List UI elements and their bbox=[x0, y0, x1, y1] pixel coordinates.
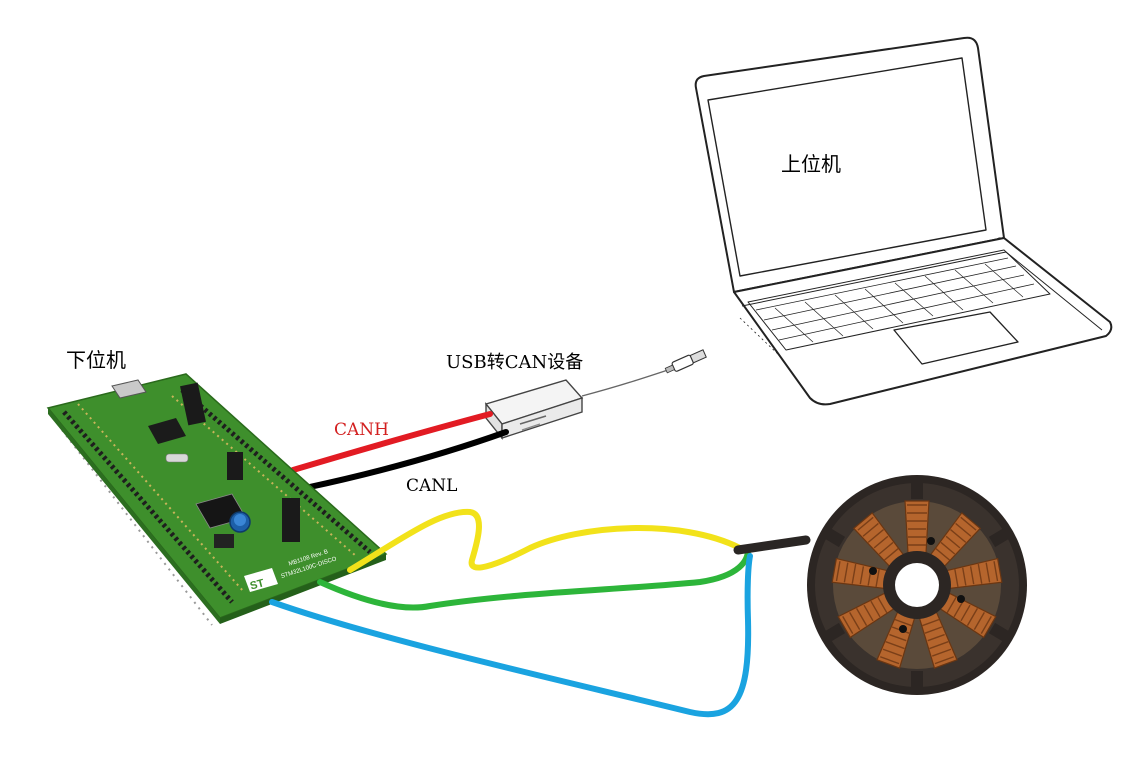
laptop-icon bbox=[694, 36, 1113, 406]
motor-lead-sheath bbox=[733, 535, 811, 555]
lower-computer-label: 下位机 bbox=[66, 348, 126, 372]
phase-wire-blue bbox=[269, 553, 753, 718]
canh-wire bbox=[290, 411, 493, 473]
canh-label: CANH bbox=[334, 420, 389, 440]
phase-wire-green bbox=[317, 547, 751, 611]
phase-wire-yellow bbox=[347, 508, 743, 573]
canl-label: CANL bbox=[406, 476, 458, 496]
usb-can-device-label: USB转CAN设备 bbox=[446, 352, 584, 373]
usb-can-adapter-icon bbox=[484, 379, 584, 440]
board-logo-text: ST bbox=[249, 577, 266, 592]
usb-cable bbox=[581, 365, 681, 397]
upper-computer-label: 上位机 bbox=[781, 152, 841, 176]
bldc-motor-icon bbox=[807, 475, 1027, 695]
dev-board-icon: ST MB1108 Rev. B STM32L100C-DISCO bbox=[46, 373, 388, 626]
canl-wire bbox=[302, 429, 509, 491]
usb-plug-icon bbox=[664, 349, 707, 374]
